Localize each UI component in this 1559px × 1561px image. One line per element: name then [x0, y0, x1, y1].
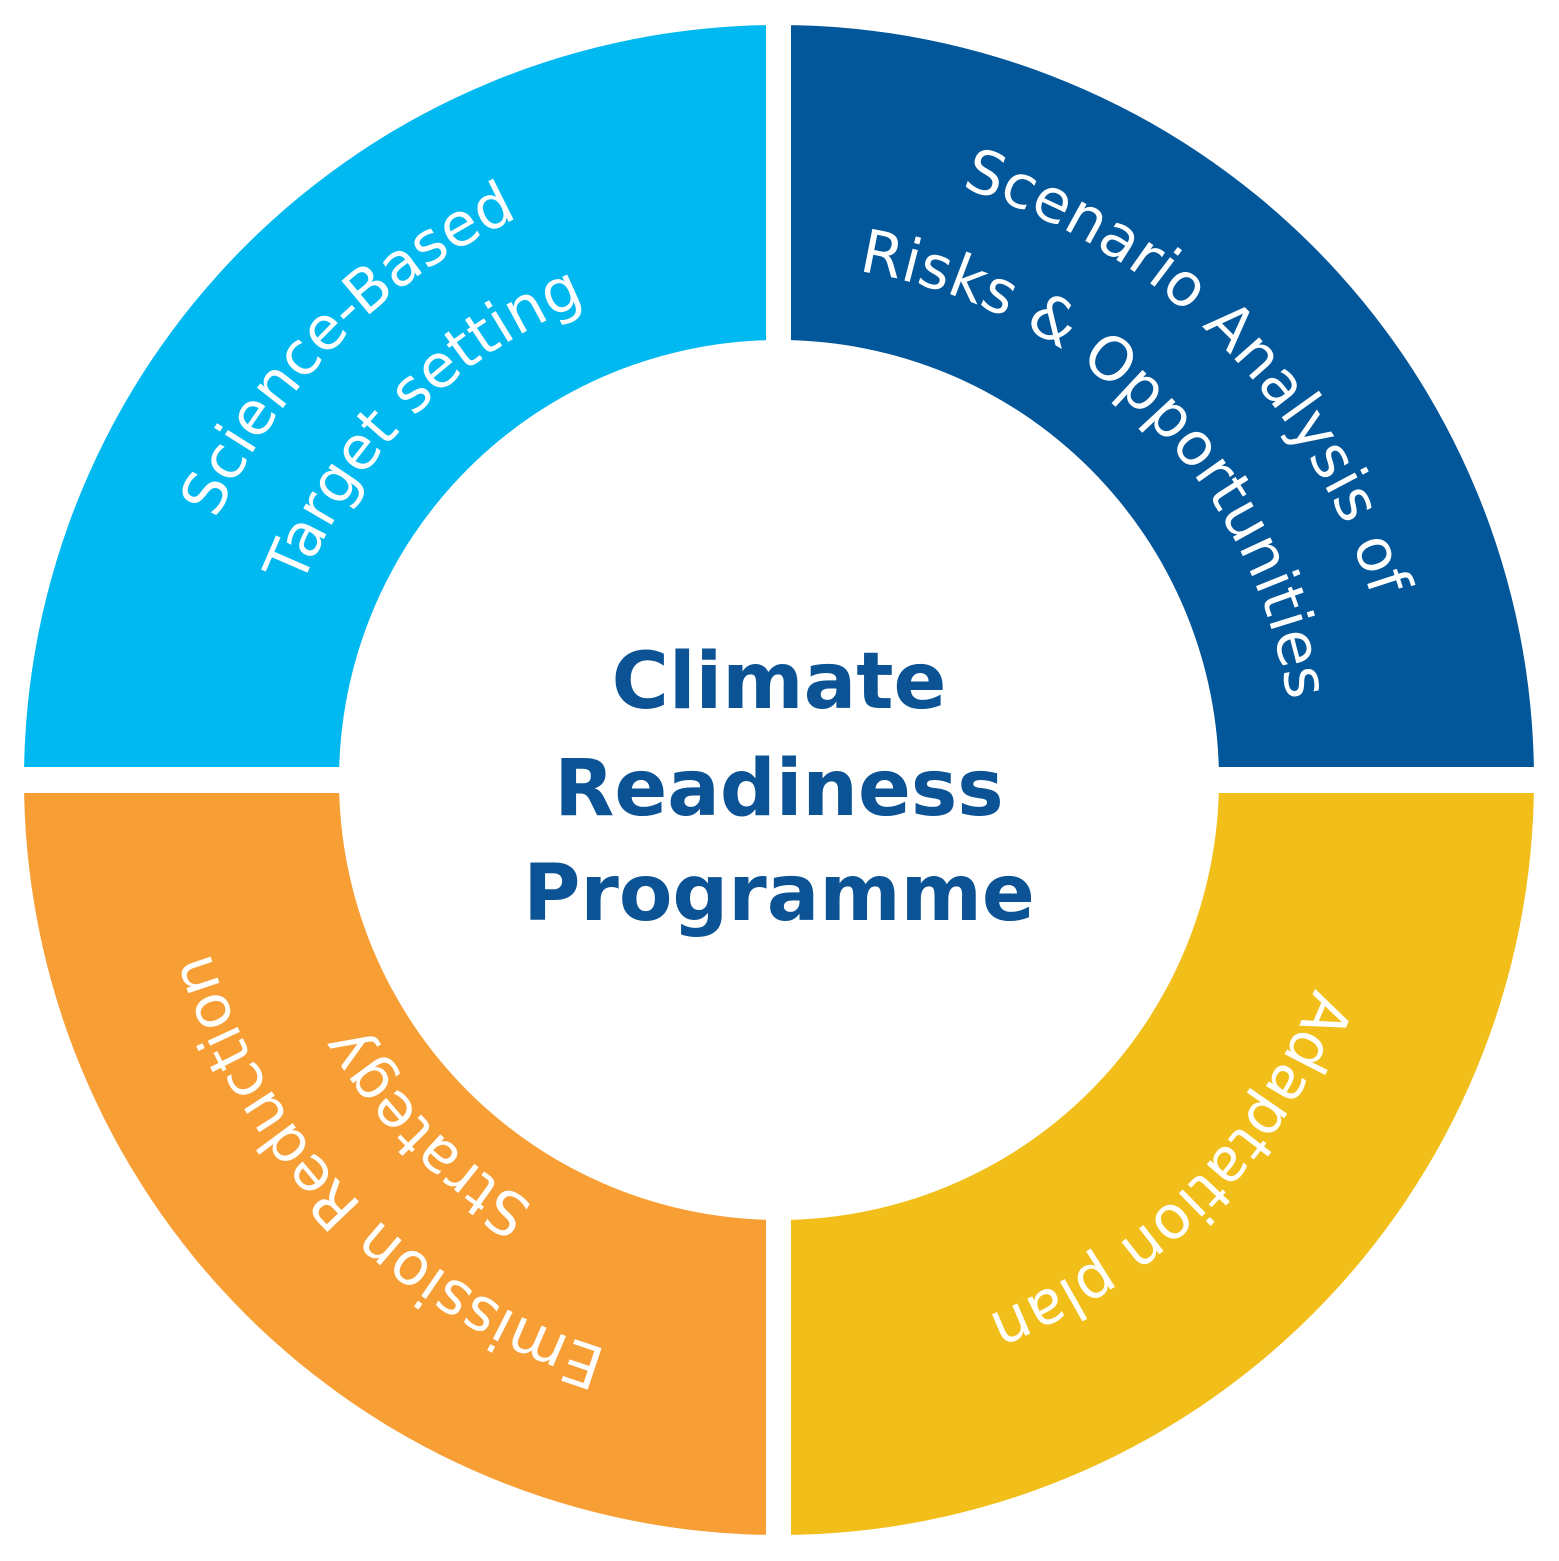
segment-scenario-analysis	[779, 25, 1534, 780]
segment-adaptation-plan	[779, 780, 1534, 1535]
center-title-line-3: Programme	[523, 849, 1035, 939]
divider-horizontal	[0, 767, 1559, 793]
segment-emission-reduction-strategy	[24, 780, 779, 1535]
center-title-line-1: Climate	[612, 637, 947, 727]
center-title-line-2: Readiness	[554, 744, 1003, 834]
segment-science-based-target-setting	[24, 25, 779, 780]
